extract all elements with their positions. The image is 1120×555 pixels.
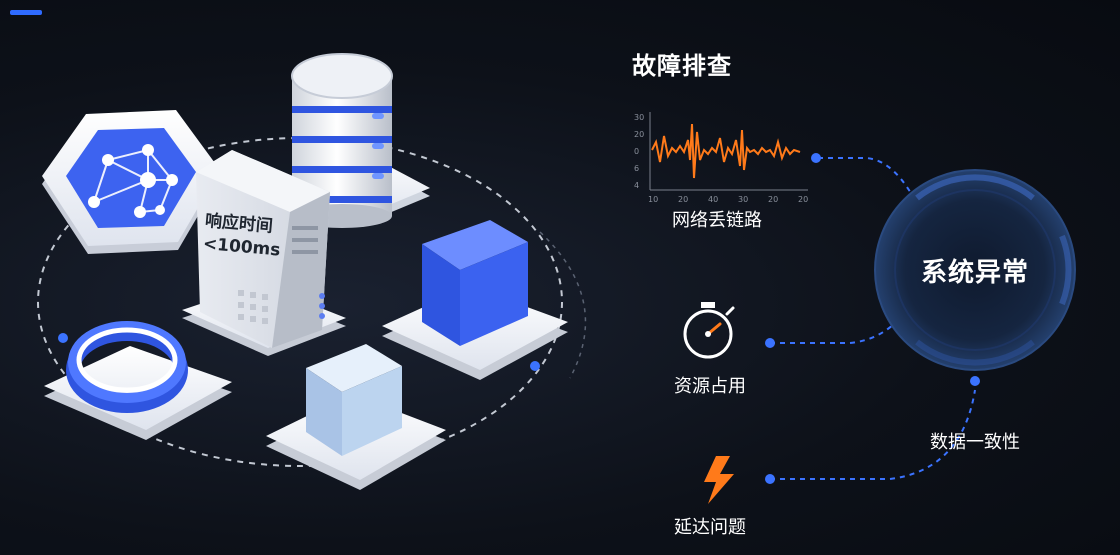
lightning-icon xyxy=(704,456,734,504)
waveform-y-tick: 30 xyxy=(634,113,644,122)
waveform-x-tick: 40 xyxy=(708,195,718,204)
orbit-node xyxy=(530,361,540,371)
waveform-chart-icon xyxy=(649,112,808,191)
connector-latency xyxy=(770,389,976,480)
network-node-icon xyxy=(88,144,178,218)
center-label: 系统异常 xyxy=(920,258,1029,288)
accent-bar xyxy=(10,10,42,15)
ring-platform xyxy=(44,321,232,440)
branch-label-resource: 资源占用 xyxy=(674,376,746,397)
orbit-node xyxy=(58,333,68,343)
server-tower xyxy=(182,150,346,356)
branch-label-consistency: 数据一致性 xyxy=(930,432,1020,453)
network-topology-tile xyxy=(42,110,220,254)
waveform-y-tick: 0 xyxy=(634,147,639,156)
waveform-x-ticks: 10 20 40 30 20 20 xyxy=(648,195,808,204)
waveform-x-tick: 10 xyxy=(648,195,658,204)
light-cube-platform xyxy=(266,344,446,490)
waveform-x-tick: 20 xyxy=(768,195,778,204)
waveform-x-tick: 30 xyxy=(738,195,748,204)
orbit-ring xyxy=(37,137,563,467)
waveform-x-tick: 20 xyxy=(798,195,808,204)
connector-resource xyxy=(770,317,901,344)
waveform-y-tick: 4 xyxy=(634,181,639,190)
waveform-y-ticks: 30 20 0 6 4 xyxy=(634,113,644,190)
dark-cube-platform xyxy=(382,220,568,380)
orbit-ring-outer xyxy=(539,231,587,379)
branch-label-latency: 延达问题 xyxy=(674,517,746,538)
waveform-x-tick: 20 xyxy=(678,195,688,204)
system-anomaly-hub xyxy=(874,169,1076,371)
waveform-y-tick: 6 xyxy=(634,164,639,173)
waveform-y-tick: 20 xyxy=(634,130,644,139)
title: 故障排查 xyxy=(632,52,732,80)
server-label: 响应时间 <100ms xyxy=(202,210,283,263)
branch-label-network: 网络丢链路 xyxy=(672,210,762,231)
stopwatch-icon xyxy=(683,302,735,359)
